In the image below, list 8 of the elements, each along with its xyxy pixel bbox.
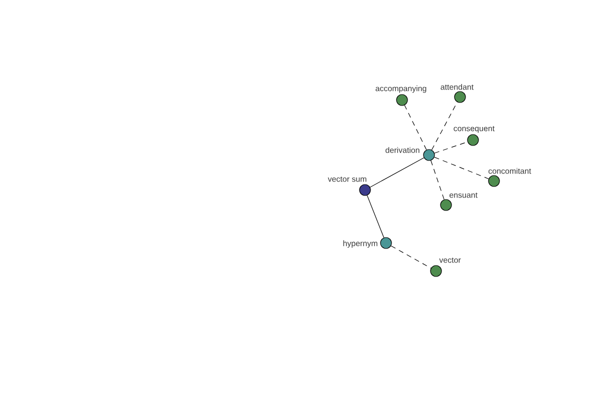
- connector: [370, 157, 424, 188]
- connector: [434, 142, 468, 154]
- connector: [390, 246, 432, 268]
- connector: [366, 195, 384, 238]
- connector: [431, 102, 458, 150]
- connector: [434, 156, 489, 180]
- connector: [404, 104, 427, 150]
- connector: [430, 160, 444, 200]
